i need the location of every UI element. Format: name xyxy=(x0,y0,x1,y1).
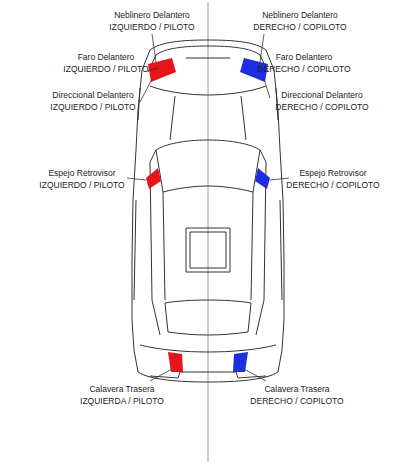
part-label: Espejo Retrovisor xyxy=(299,168,366,179)
part-label: IZQUIERDO / PILOTO xyxy=(50,102,135,113)
part-label: DERECHO / COPILOTO xyxy=(253,22,346,33)
part-label: Calavera Trasera xyxy=(264,384,329,395)
part-label: Direccional Delantero xyxy=(52,90,133,101)
part-label: Faro Delantero xyxy=(78,52,135,63)
part-label: DERECHO / COPILOTO xyxy=(275,102,368,113)
part-label: DERECHO / COPILOTO xyxy=(257,64,350,75)
part-label: IZQUIERDO / PILOTO xyxy=(109,22,194,33)
part-label: IZQUIERDO / PILOTO xyxy=(39,180,124,191)
part-label: DERECHO / COPILOTO xyxy=(250,396,343,407)
part-label: Espejo Retrovisor xyxy=(48,168,115,179)
part-label: Neblinero Delantero xyxy=(262,10,338,21)
part-label: Neblinero Delantero xyxy=(114,10,190,21)
part-label: Direccional Delantero xyxy=(281,90,362,101)
part-label: Calavera Trasera xyxy=(89,384,154,395)
part-label: IZQUIERDA / PILOTO xyxy=(80,396,164,407)
part-label: Faro Delantero xyxy=(276,52,333,63)
part-label: DERECHO / COPILOTO xyxy=(286,180,379,191)
part-label: IZQUIERDO / PILOTO xyxy=(63,64,148,75)
